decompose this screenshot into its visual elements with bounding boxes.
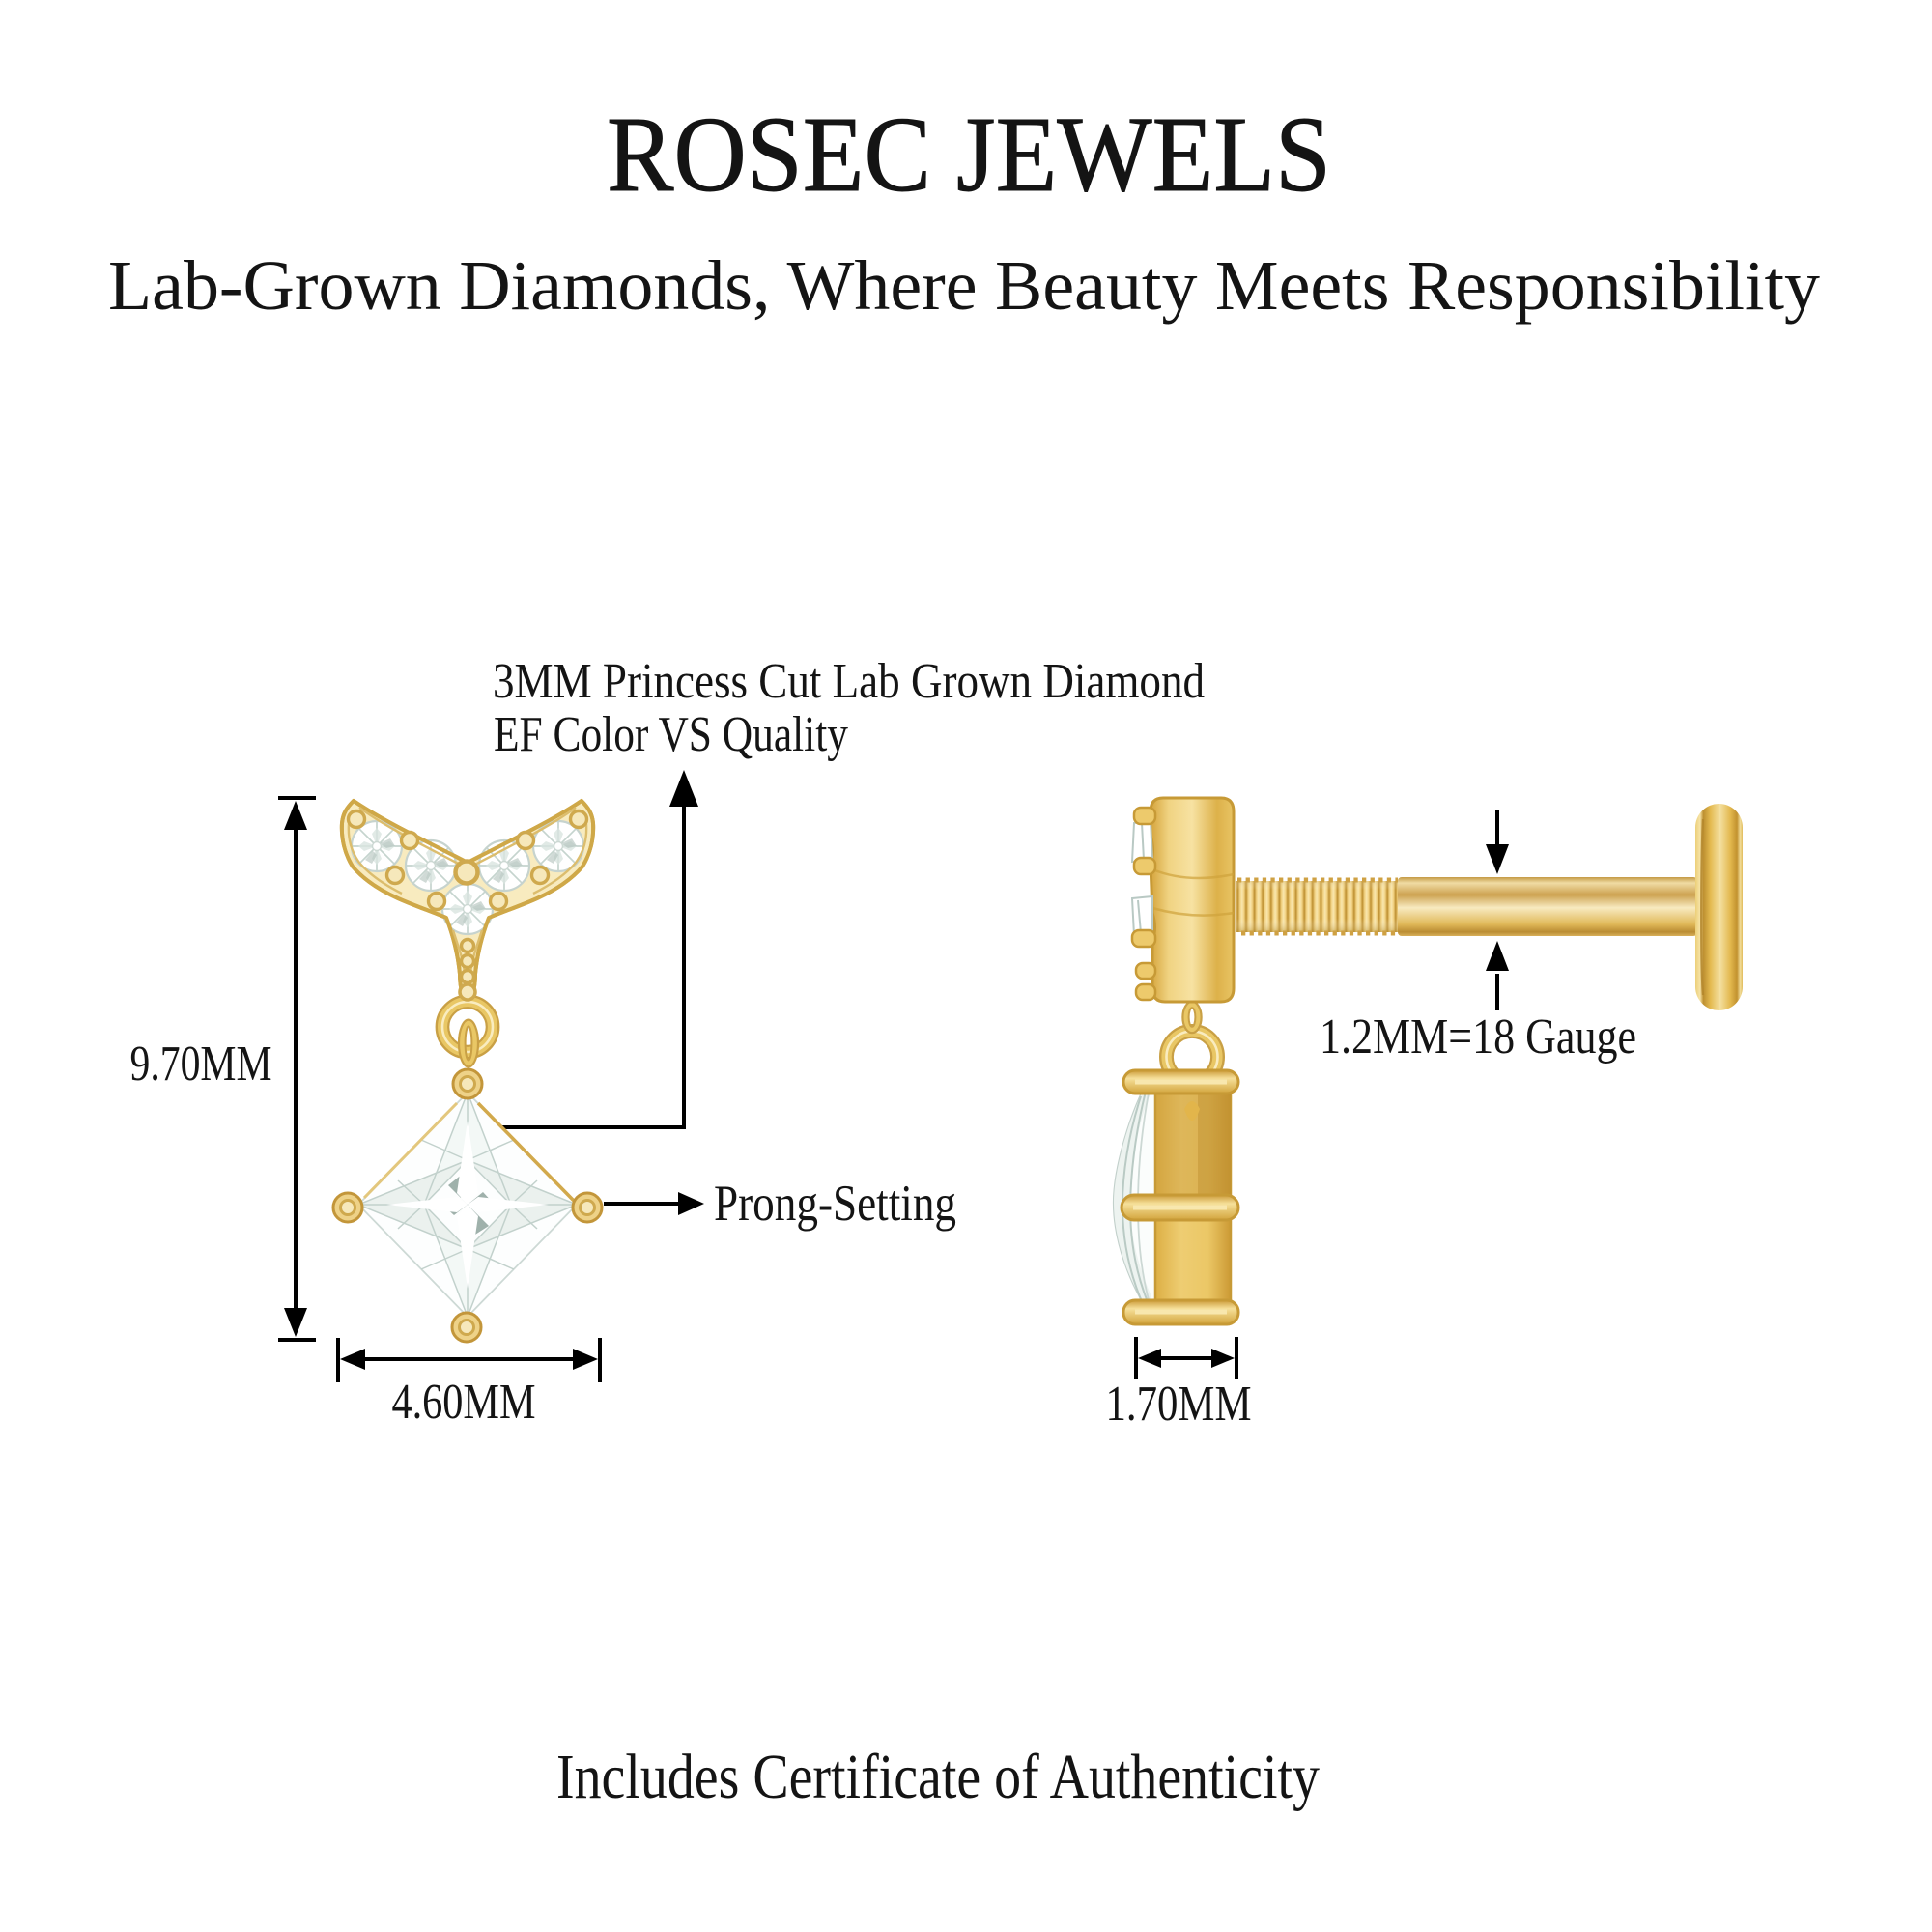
svg-text:Lab-Grown Diamonds, Where Beau: Lab-Grown Diamonds, Where Beauty Meets R… — [108, 246, 1821, 325]
svg-text:Includes Certificate of Authen: Includes Certificate of Authenticity — [556, 1742, 1320, 1812]
svg-text:ROSEC JEWELS: ROSEC JEWELS — [607, 96, 1331, 214]
svg-text:9.70MM: 9.70MM — [130, 1037, 272, 1092]
svg-text:1.2MM=18 Gauge: 1.2MM=18 Gauge — [1320, 1009, 1636, 1065]
svg-text:3MM Princess Cut Lab Grown Dia: 3MM Princess Cut Lab Grown Diamond — [493, 654, 1205, 709]
svg-text:1.70MM: 1.70MM — [1106, 1377, 1252, 1432]
svg-text:Prong-Setting: Prong-Setting — [714, 1176, 956, 1232]
svg-text:4.60MM: 4.60MM — [392, 1375, 536, 1430]
svg-text:EF Color VS Quality: EF Color VS Quality — [494, 707, 848, 762]
